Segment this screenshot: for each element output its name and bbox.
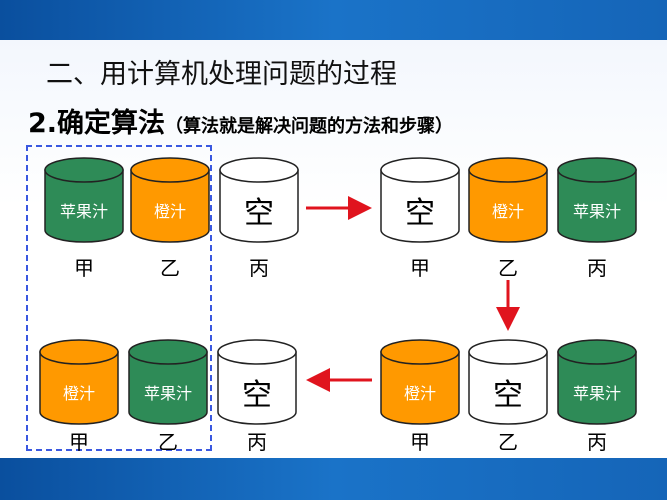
cup-content-label: 苹果汁 [572,384,621,403]
cup-top-state1-1 [468,157,548,183]
cup-content-label: 苹果汁 [143,384,192,403]
cup-top-state1-2 [557,157,637,183]
cup-name-label: 甲 [74,256,94,280]
cup-top-state2-0 [380,339,460,365]
cup-content-label: 橙汁 [62,384,95,403]
cup-body-state2-0 [380,351,460,425]
cup-content-label: 橙汁 [491,202,524,221]
cup-top-state1-0 [380,157,460,183]
cup-top-state2-2 [557,339,637,365]
subheading-main: 2.确定算法 [28,108,166,139]
cup-name-label: 乙 [160,256,180,280]
cup-content-label: 空 [244,196,274,231]
cup-top-state3-1 [128,339,208,365]
cup-top-state2-1 [468,339,548,365]
cup-content-label: 空 [242,378,272,413]
slide-heading: 二、用计算机处理问题的过程 [46,59,397,90]
cup-body-state2-2 [557,351,637,425]
cup-name-label: 丙 [587,430,607,454]
initial-final-highlight-box [26,145,212,451]
cup-name-label: 甲 [69,430,89,454]
cup-body-state3-0 [39,351,119,425]
cup-content-label: 空 [405,196,435,231]
subheading-note: （算法就是解决问题的方法和步骤） [165,116,454,137]
cup-content-label: 苹果汁 [572,202,621,221]
cup-content-label: 橙汁 [153,202,186,221]
cup-body-state3-2 [217,351,297,425]
cup-name-label: 甲 [410,430,430,454]
cup-name-label: 甲 [410,256,430,280]
cup-top-state3-2 [217,339,297,365]
cup-content-label: 空 [493,378,523,413]
cup-body-state2-1 [468,351,548,425]
cup-name-label: 乙 [498,430,518,454]
cup-top-state0-1 [130,157,210,183]
cup-name-label: 丙 [587,256,607,280]
bottom-band [0,458,667,500]
cup-top-state3-0 [39,339,119,365]
cup-body-state1-2 [557,169,637,243]
cup-body-state1-0 [380,169,460,243]
top-band [0,0,667,40]
cup-name-label: 丙 [247,430,267,454]
cup-content-label: 橙汁 [403,384,436,403]
cup-body-state0-1 [130,169,210,243]
cup-body-state3-1 [128,351,208,425]
cup-body-state0-2 [219,169,299,243]
cup-body-state1-1 [468,169,548,243]
cup-body-state0-0 [44,169,124,243]
slide-subheading: 2.确定算法（算法就是解决问题的方法和步骤） [28,101,453,140]
cup-name-label: 乙 [158,430,178,454]
cup-name-label: 丙 [249,256,269,280]
cup-top-state0-0 [44,157,124,183]
cup-content-label: 苹果汁 [59,202,108,221]
cup-name-label: 乙 [498,256,518,280]
cup-top-state0-2 [219,157,299,183]
